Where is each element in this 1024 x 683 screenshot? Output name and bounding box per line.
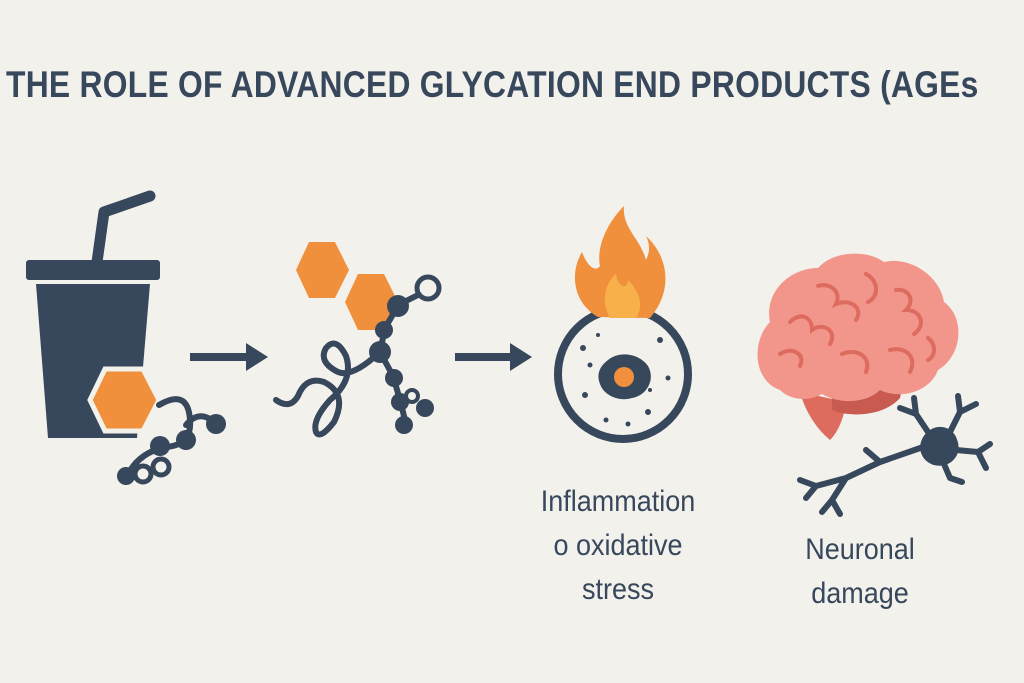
diagram-title: THE ROLE OF ADVANCED GLYCATION END PRODU… [6,64,979,105]
neuron-icon [797,393,993,517]
sugary-drink-icon [26,190,226,485]
stage-label-line: Neuronal [805,533,915,566]
stage-label-neuronal: Neuronal damage [770,528,950,616]
brain-icon [757,253,959,440]
arrow-right-icon [455,343,532,371]
stage-label-line: damage [811,577,909,610]
stage-label-line: stress [581,573,654,606]
inflamed-cell-icon [554,206,692,443]
age-molecule-icon [273,242,442,438]
stage-label-line: o oxidative [553,529,683,562]
stage-label-inflammation: Inflammation o oxidative stress [519,480,717,612]
stage-label-line: Inflammation [540,485,696,518]
arrow-right-icon [190,343,268,371]
